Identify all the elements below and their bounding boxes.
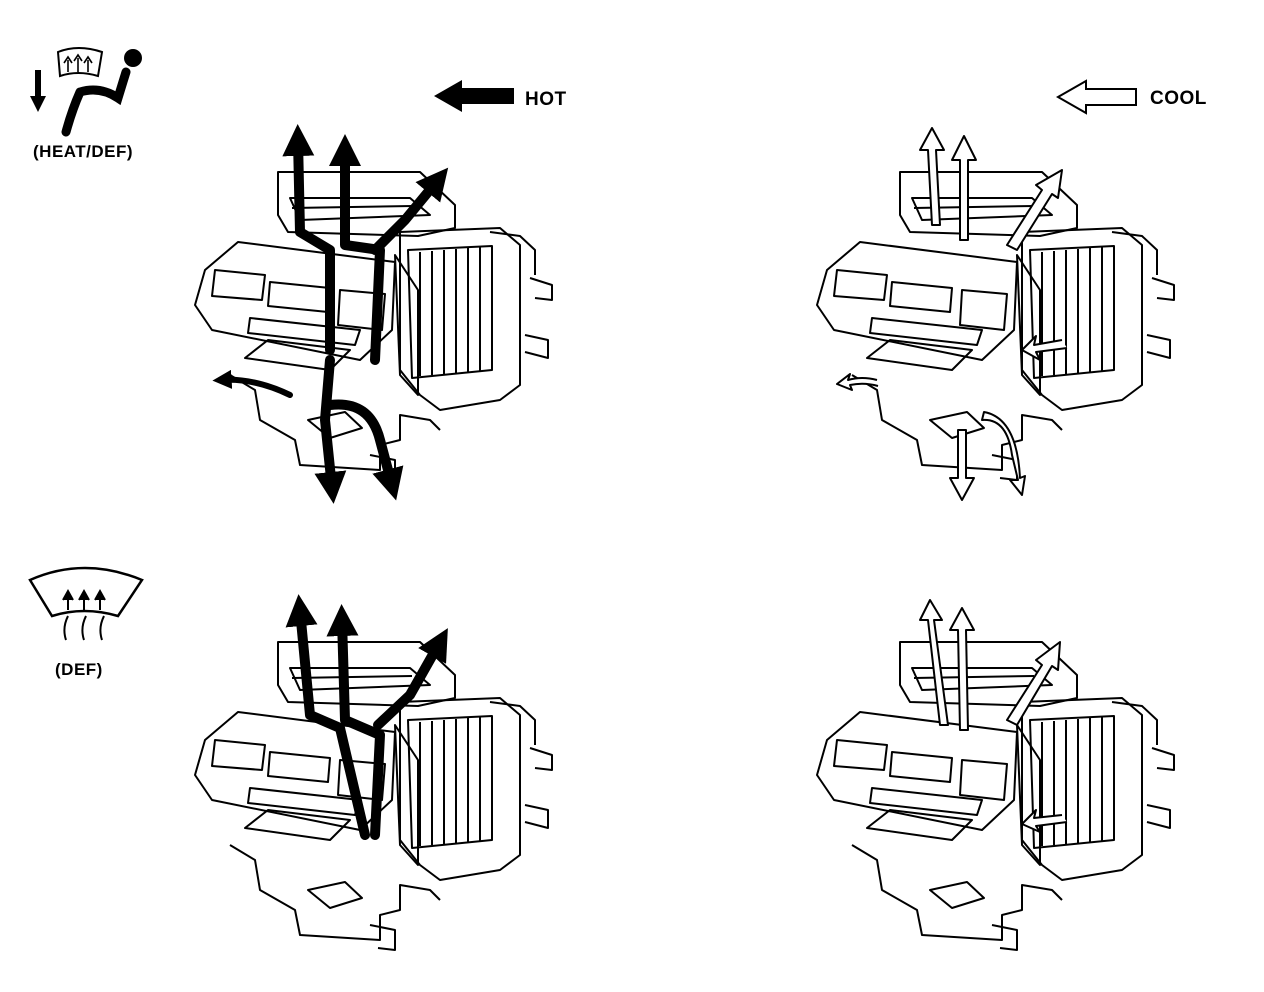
cool-legend-label: COOL	[1150, 88, 1207, 109]
def-mode-label: (DEF)	[55, 660, 103, 679]
hot-legend-label: HOT	[525, 89, 567, 110]
heat-def-mode-icon	[30, 47, 142, 137]
hot-legend-arrow	[434, 80, 514, 112]
heat-def-hot-unit	[194, 124, 553, 504]
def-hot-unit	[194, 594, 553, 951]
heat-def-mode-label: (HEAT/DEF)	[33, 142, 134, 161]
defrost-mode-icon	[28, 566, 144, 641]
heat-def-cool-unit	[816, 127, 1175, 501]
cool-legend-arrow	[1055, 79, 1137, 115]
def-cool-unit	[816, 599, 1175, 951]
